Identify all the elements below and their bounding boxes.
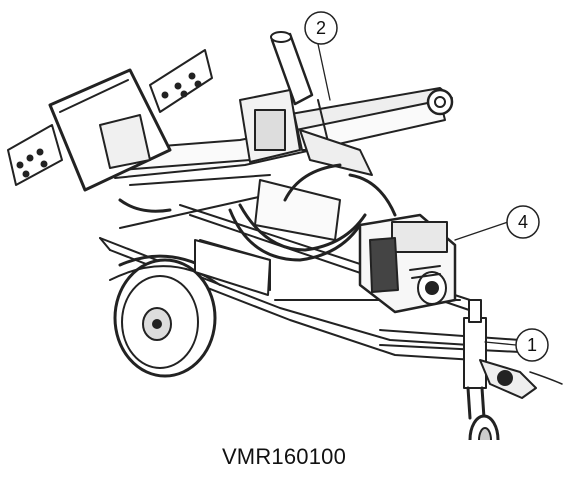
callout-2: 2 — [304, 11, 338, 45]
callout-1: 1 — [515, 328, 549, 362]
jack-stand — [463, 299, 500, 440]
push-plate — [48, 68, 172, 192]
callout-1-label: 1 — [527, 335, 537, 355]
callout-leaders — [317, 43, 517, 346]
main-wheel — [109, 254, 221, 378]
callout-2-label: 2 — [316, 18, 326, 38]
hydraulic-valve — [239, 89, 373, 241]
tank-box — [194, 239, 271, 296]
engine — [358, 213, 457, 314]
callout-4: 4 — [506, 205, 540, 239]
callout-4-label: 4 — [518, 212, 528, 232]
cradle-bracket-left — [7, 124, 63, 186]
hitch-coupler — [479, 359, 563, 399]
log-splitter-drawing: 2 4 1 — [7, 11, 563, 440]
figure-caption: VMR160100 — [221, 444, 347, 469]
hydraulic-hoses — [118, 163, 397, 262]
cradle-bracket-right — [149, 49, 213, 113]
